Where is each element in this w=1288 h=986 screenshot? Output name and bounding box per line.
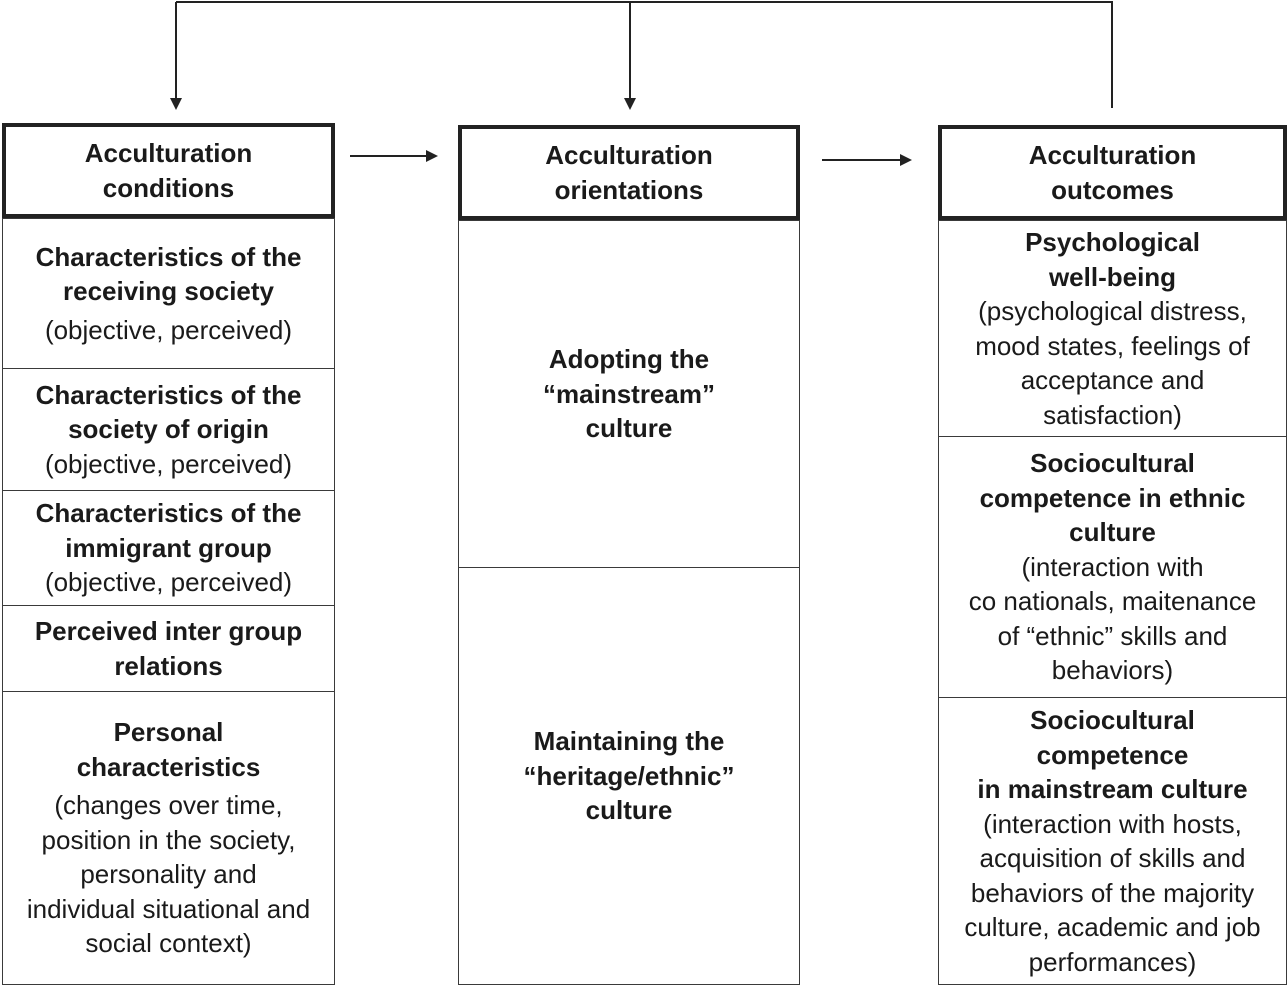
condition-detail: (changes over time, position in the soci… — [26, 790, 311, 959]
condition-immigrant-group: Characteristics of the immigrant group (… — [2, 490, 335, 606]
orientation-title: Adopting the “mainstream” culture — [543, 344, 715, 444]
orientation-maintaining-heritage: Maintaining the “heritage/ethnic” cultur… — [458, 567, 800, 985]
condition-title: Characteristics of the society of origin — [35, 379, 302, 445]
header-orientations: Acculturation orientations — [458, 125, 800, 220]
condition-title: Personal characteristics — [76, 717, 261, 782]
condition-society-of-origin: Characteristics of the society of origin… — [2, 368, 335, 491]
outcome-detail: (interaction with hosts, acquisition of … — [964, 808, 1261, 977]
condition-personal-characteristics: Personal characteristics (changes over t… — [2, 691, 335, 985]
feedback-loop — [170, 1, 1113, 110]
condition-title: Characteristics of the immigrant group — [35, 498, 302, 563]
condition-title: Characteristics of the receiving society — [35, 241, 302, 307]
condition-title: Perceived inter group relations — [34, 616, 303, 681]
orientation-title: Maintaining the “heritage/ethnic” cultur… — [523, 726, 735, 826]
header-conditions-label: Acculturation conditions — [84, 138, 253, 203]
header-orientations-label: Acculturation orientations — [545, 140, 713, 205]
outcome-title: Sociocultural competence in mainstream c… — [977, 705, 1248, 804]
outcome-title: Psychological well-being — [1025, 227, 1200, 292]
header-conditions: Acculturation conditions — [2, 123, 335, 218]
condition-receiving-society: Characteristics of the receiving society… — [2, 218, 335, 369]
condition-detail: (objective, perceived) — [44, 448, 293, 479]
header-outcomes-label: Acculturation outcomes — [1028, 140, 1197, 205]
outcome-detail: (psychological distress, mood states, fe… — [975, 296, 1250, 430]
outcome-ethnic-competence: Sociocultural competence in ethnic cultu… — [938, 436, 1287, 698]
condition-inter-group-relations: Perceived inter group relations — [2, 605, 335, 692]
outcome-mainstream-competence: Sociocultural competence in mainstream c… — [938, 697, 1287, 985]
header-outcomes: Acculturation outcomes — [938, 125, 1287, 220]
outcome-psychological-wellbeing: Psychological well-being (psychological … — [938, 220, 1287, 437]
condition-detail: (objective, perceived) — [44, 567, 293, 598]
outcome-title: Sociocultural competence in ethnic cultu… — [979, 448, 1246, 548]
orientation-adopting-mainstream: Adopting the “mainstream” culture — [458, 220, 800, 568]
outcome-detail: (interaction with co nationals, maitenan… — [968, 551, 1257, 686]
condition-detail: (objective, perceived) — [44, 314, 293, 345]
